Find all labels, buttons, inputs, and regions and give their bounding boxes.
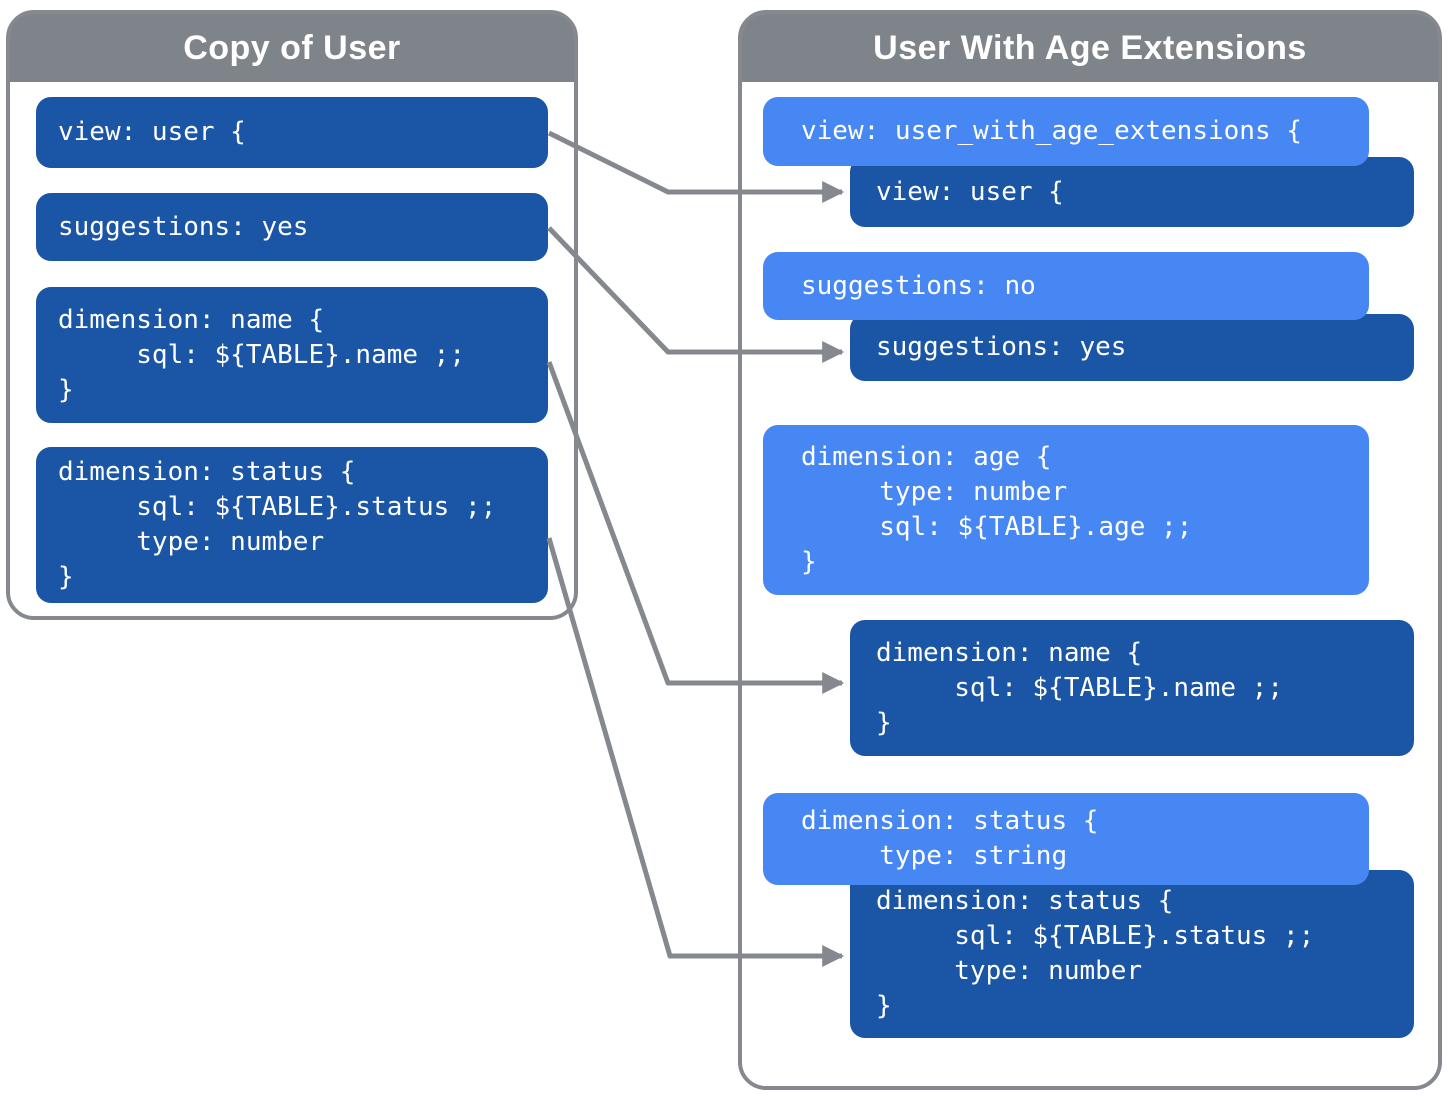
code-text: view: user { <box>58 117 246 147</box>
code-block-view-user-inherited: view: user { <box>850 157 1414 227</box>
code-text: dimension: age { type: number sql: ${TAB… <box>801 442 1193 577</box>
code-text: dimension: status { sql: ${TABLE}.status… <box>58 457 497 592</box>
code-text: dimension: status { type: string <box>801 806 1099 871</box>
code-text: view: user_with_age_extensions { <box>801 116 1302 146</box>
code-block-view-user: view: user { <box>36 97 548 168</box>
code-block-dimension-status-inherited: dimension: status { sql: ${TABLE}.status… <box>850 870 1414 1038</box>
code-block-suggestions-no: suggestions: no <box>763 252 1369 320</box>
code-text: suggestions: yes <box>876 332 1127 362</box>
code-block-suggestions-yes-inherited: suggestions: yes <box>850 314 1414 381</box>
code-text: suggestions: yes <box>58 211 309 242</box>
copy-of-user-header: Copy of User <box>10 14 574 82</box>
code-text: view: user { <box>876 176 1064 207</box>
code-block-suggestions-yes: suggestions: yes <box>36 193 548 261</box>
code-text: dimension: name { sql: ${TABLE}.name ;; … <box>876 637 1283 738</box>
code-block-dimension-status: dimension: status { sql: ${TABLE}.status… <box>36 447 548 603</box>
copy-of-user-title: Copy of User <box>183 28 401 67</box>
code-block-dimension-name-inherited: dimension: name { sql: ${TABLE}.name ;; … <box>850 620 1414 756</box>
code-text: dimension: status { sql: ${TABLE}.status… <box>876 886 1315 1021</box>
code-block-view-extensions: view: user_with_age_extensions { <box>763 97 1369 166</box>
code-block-dimension-age: dimension: age { type: number sql: ${TAB… <box>763 425 1369 595</box>
user-with-age-extensions-header: User With Age Extensions <box>742 14 1438 82</box>
code-block-dimension-status-override: dimension: status { type: string <box>763 793 1369 885</box>
code-text: suggestions: no <box>801 270 1036 301</box>
user-with-age-extensions-title: User With Age Extensions <box>873 28 1307 67</box>
code-text: dimension: name { sql: ${TABLE}.name ;; … <box>58 304 465 405</box>
code-block-dimension-name: dimension: name { sql: ${TABLE}.name ;; … <box>36 287 548 423</box>
